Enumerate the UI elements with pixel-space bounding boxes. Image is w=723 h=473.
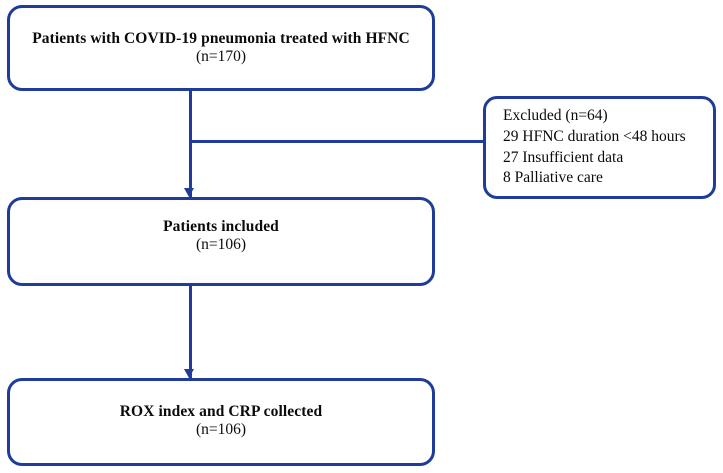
node-excluded-text: Excluded (n=64) 29 HFNC duration <48 hou…	[503, 106, 707, 189]
node-patients-included: Patients included (n=106)	[7, 197, 435, 286]
node-excluded-patients: Excluded (n=64) 29 HFNC duration <48 hou…	[483, 96, 716, 199]
node-excluded-line-0: Excluded (n=64)	[503, 107, 608, 124]
node-excluded-line-2: 27 Insufficient data	[503, 148, 624, 166]
node-rox-crp-collected: ROX index and CRP collected (n=106)	[7, 378, 435, 466]
connector-enrolled-to-included-line	[189, 90, 192, 197]
arrowhead-down-icon	[184, 369, 194, 378]
node-included-label: Patients included	[163, 218, 279, 235]
node-excluded-line-3: 8 Palliative care	[503, 169, 603, 187]
connector-branch-to-excluded-line	[189, 140, 485, 143]
node-enrolled-count: (n=170)	[195, 48, 247, 66]
node-collected-text: ROX index and CRP collected (n=106)	[10, 403, 432, 440]
node-enrolled-patients: Patients with COVID-19 pneumonia treated…	[7, 5, 435, 91]
node-enrolled-text: Patients with COVID-19 pneumonia treated…	[10, 30, 432, 67]
node-excluded-line-1: 29 HFNC duration <48 hours	[503, 127, 686, 145]
node-included-count: (n=106)	[195, 236, 247, 254]
node-collected-label: ROX index and CRP collected	[119, 403, 323, 420]
node-collected-count: (n=106)	[195, 421, 247, 439]
connector-included-to-collected-line	[189, 285, 192, 378]
arrowhead-down-icon	[184, 188, 194, 197]
node-enrolled-label: Patients with COVID-19 pneumonia treated…	[32, 30, 410, 47]
node-included-text: Patients included (n=106)	[10, 218, 432, 255]
